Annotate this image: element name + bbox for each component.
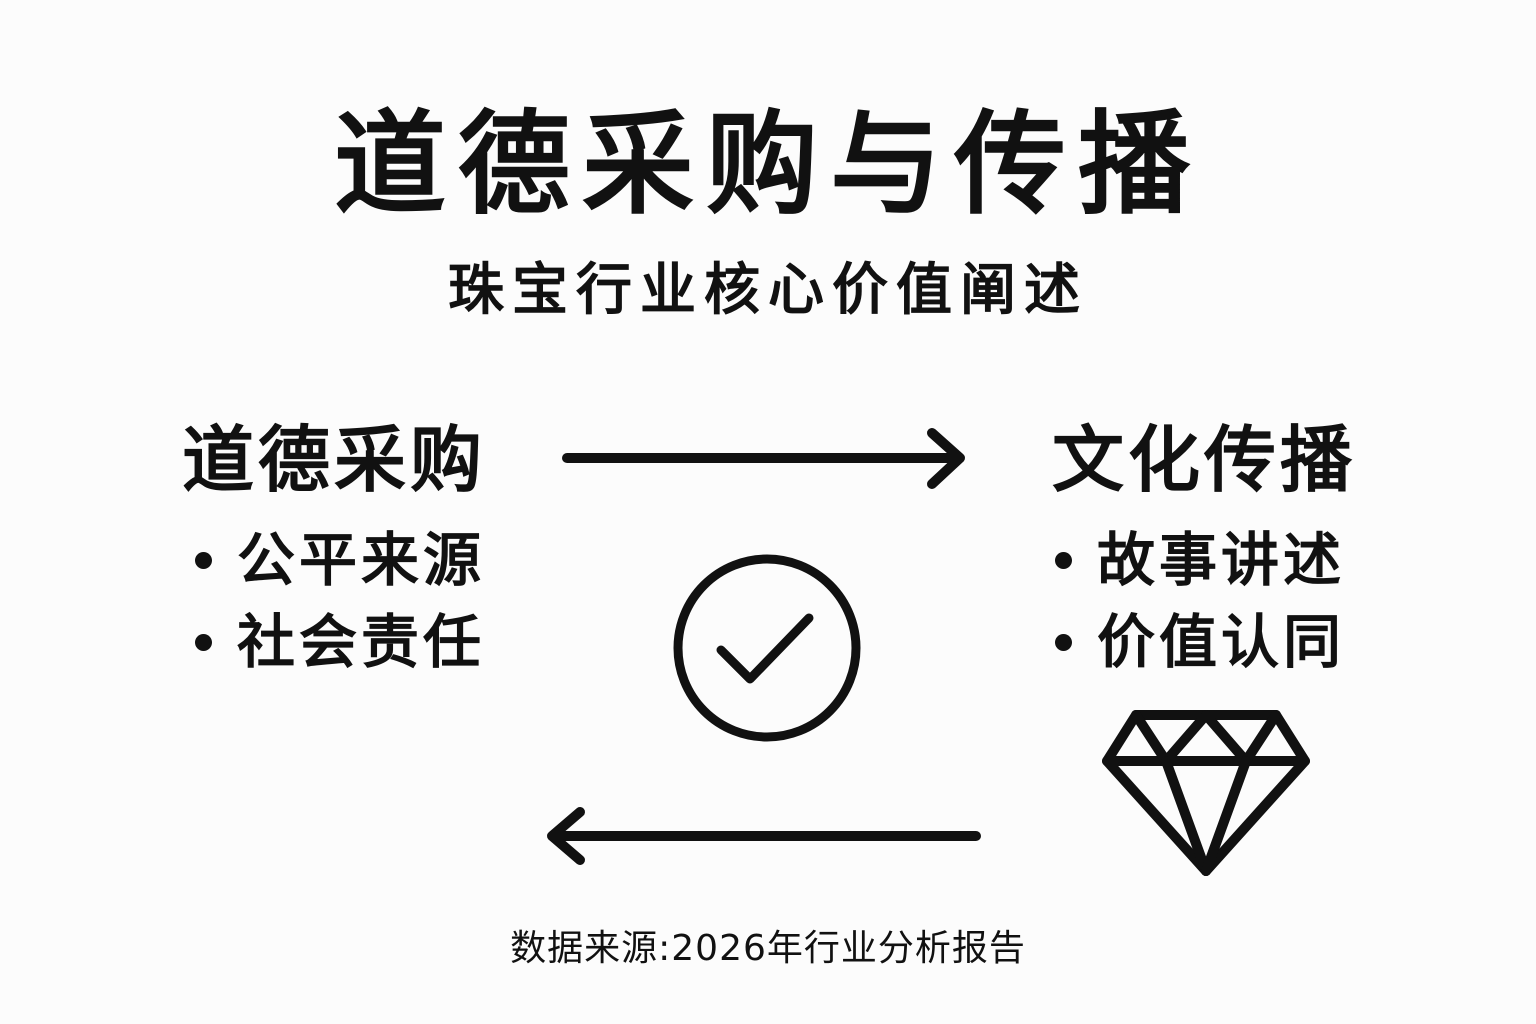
list-item: 社会责任: [195, 607, 485, 677]
bullet-icon: [1055, 551, 1072, 569]
ethical-sourcing-list: 公平来源 社会责任: [195, 525, 485, 689]
list-item: 价值认同: [1055, 607, 1345, 677]
list-item: 公平来源: [195, 525, 485, 595]
page-subtitle: 珠宝行业核心价值阐述: [448, 258, 1088, 323]
bullet-icon: [195, 551, 212, 569]
bullet-icon: [195, 633, 212, 651]
list-item-label: 故事讲述: [1097, 526, 1346, 594]
list-item-label: 价值认同: [1097, 608, 1346, 676]
cultural-communication-list: 故事讲述 价值认同: [1055, 525, 1345, 689]
arrow-right-icon: [562, 428, 965, 489]
page-title: 道德采购与传播: [334, 100, 1202, 230]
check-circle-icon: [673, 554, 861, 742]
list-item-label: 社会责任: [237, 608, 486, 676]
ethical-sourcing-heading: 道德采购: [182, 418, 487, 502]
list-item: 故事讲述: [1055, 525, 1345, 595]
list-item-label: 公平来源: [237, 526, 486, 594]
source-note: 数据来源:2026年行业分析报告: [510, 928, 1026, 969]
diamond-icon: [1102, 710, 1310, 876]
cultural-communication-heading: 文化传播: [1052, 418, 1357, 502]
bullet-icon: [1055, 633, 1072, 651]
arrow-left-icon: [547, 807, 981, 865]
